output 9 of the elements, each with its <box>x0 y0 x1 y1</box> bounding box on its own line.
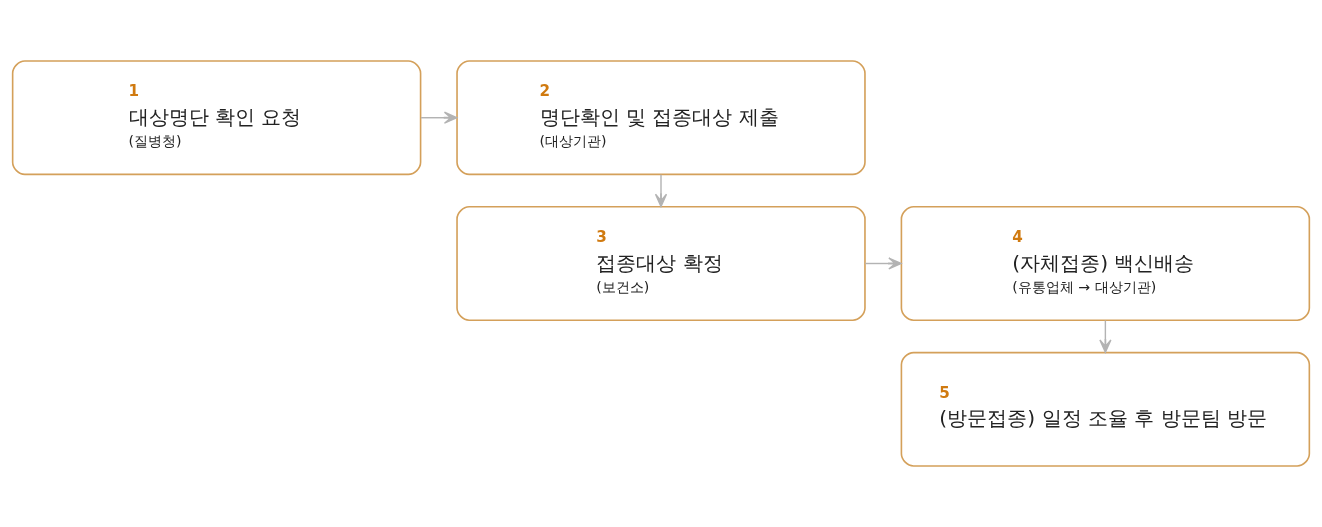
node-box: 3 접종대상 확정 (보건소) <box>456 206 866 321</box>
arrow <box>654 174 668 208</box>
arrow <box>420 111 458 124</box>
node-box: 5 (방문접종) 일정 조율 후 방문팀 방문 <box>900 351 1311 467</box>
arrow <box>864 257 902 270</box>
node-box: 2 명단확인 및 접종대상 제출 (대상기관) <box>456 60 866 176</box>
node-box: 4 (자체접종) 백신배송 (유통업체 → 대상기관) <box>900 206 1311 321</box>
arrow <box>1099 319 1112 353</box>
node-box: 1 대상명단 확인 요청 (질병청) <box>11 60 422 176</box>
